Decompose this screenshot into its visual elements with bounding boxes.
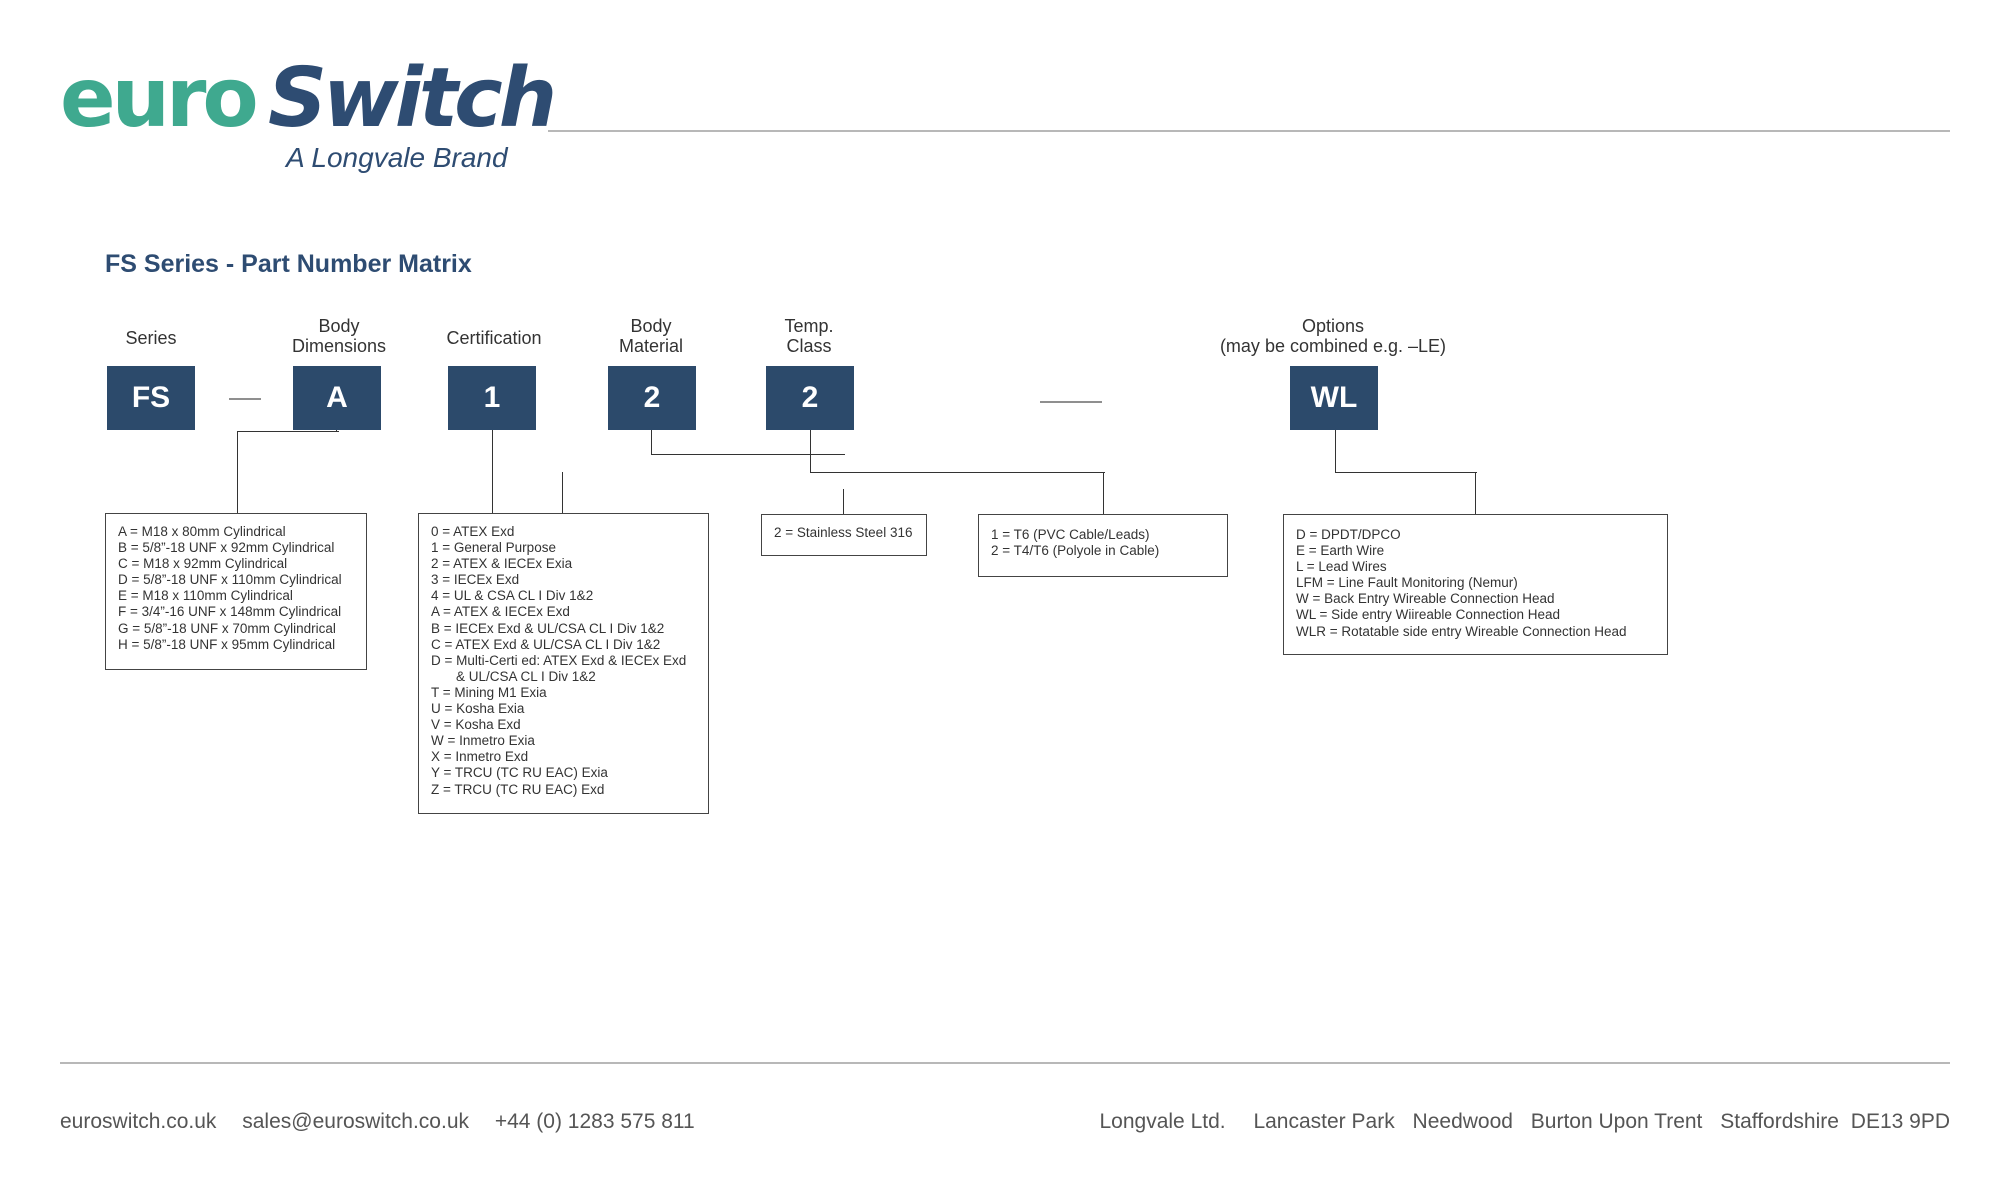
legend-item: 1 = General Purpose [431, 540, 556, 556]
legend-temp-class: 1 = T6 (PVC Cable/Leads) 2 = T4/T6 (Poly… [978, 514, 1228, 577]
page-title: FS Series - Part Number Matrix [105, 250, 472, 278]
footer-address-line: Needwood [1412, 1110, 1513, 1133]
legend-item: LFM = Line Fault Monitoring (Nemur) [1296, 575, 1518, 591]
footer-postcode: DE13 9PD [1850, 1110, 1950, 1133]
label-body-material: Body Material [618, 316, 684, 356]
code-box-series: FS [107, 366, 195, 430]
footer-address-line: Staffordshire [1720, 1110, 1839, 1133]
code-box-body-material: 2 [608, 366, 696, 430]
legend-item: & UL/CSA CL I Div 1&2 [456, 668, 596, 684]
legend-item: D = DPDT/DPCO [1296, 527, 1401, 542]
connector-body-material [651, 430, 845, 455]
footer-company: Longvale Ltd. [1099, 1110, 1226, 1133]
legend-item: WLR = Rotatable side entry Wireable Conn… [1296, 623, 1627, 639]
footer-address-line: Lancaster Park [1253, 1110, 1395, 1133]
legend-item: 2 = ATEX & IECEx Exia [431, 556, 573, 572]
legend-item: V = Kosha Exd [431, 717, 521, 733]
legend-item: B = 5/8”-18 UNF x 92mm Cylindrical [118, 540, 335, 556]
legend-item: Y = TRCU (TC RU EAC) Exia [431, 765, 608, 781]
code-box-options: WL [1290, 366, 1378, 430]
legend-body-dimensions: A = M18 x 80mm Cylindrical B = 5/8”-18 U… [105, 513, 367, 670]
legend-item: 2 = Stainless Steel 316 [774, 525, 913, 540]
footer-email-link[interactable]: sales@euroswitch.co.uk [242, 1110, 469, 1133]
legend-options: D = DPDT/DPCO E = Earth Wire L = Lead Wi… [1283, 514, 1668, 655]
connector-options [1475, 472, 1476, 515]
code-box-temp-class: 2 [766, 366, 854, 430]
legend-item: C = M18 x 92mm Cylindrical [118, 556, 288, 572]
logo-euro-text: euro [60, 51, 259, 146]
legend-item: X = Inmetro Exd [431, 749, 529, 765]
legend-item: C = ATEX Exd & UL/CSA CL I Div 1&2 [431, 636, 661, 652]
legend-item: Z = TRCU (TC RU EAC) Exd [431, 781, 605, 797]
connector-body-dimensions [336, 430, 337, 432]
connector-certification [562, 472, 563, 513]
legend-item: G = 5/8”-18 UNF x 70mm Cylindrical [118, 620, 336, 636]
legend-item: T = Mining M1 Exia [431, 684, 547, 700]
logo-brand-tagline: A Longvale Brand [286, 142, 508, 173]
footer-address-line: Burton Upon Trent [1530, 1110, 1703, 1133]
legend-item: D = Multi-Certi ed: ATEX Exd & IECEx Exd [431, 652, 687, 668]
label-temp-class: Temp. Class [784, 316, 834, 356]
header-divider [548, 130, 1950, 132]
footer-contact: euroswitch.co.uk sales@euroswitch.co.uk … [60, 1110, 715, 1134]
footer-website-link[interactable]: euroswitch.co.uk [60, 1110, 217, 1133]
legend-item: W = Back Entry Wireable Connection Head [1296, 591, 1555, 607]
legend-item: E = Earth Wire [1296, 543, 1385, 559]
footer-address: Longvale Ltd. Lancaster Park Needwood Bu… [1088, 1110, 1951, 1134]
connector-body-dimensions [237, 431, 339, 514]
footer-phone: +44 (0) 1283 575 811 [494, 1110, 695, 1133]
legend-certification: 0 = ATEX Exd 1 = General Purpose 2 = ATE… [418, 513, 709, 814]
legend-item: WL = Side entry Wiireable Connection Hea… [1296, 607, 1561, 623]
legend-item: 1 = T6 (PVC Cable/Leads) [991, 527, 1150, 542]
connector-temp-class [810, 430, 1105, 473]
connector-temp-class [1103, 472, 1104, 515]
legend-item: W = Inmetro Exia [431, 733, 535, 749]
label-series: Series [125, 328, 177, 348]
legend-body-material: 2 = Stainless Steel 316 [761, 514, 927, 556]
legend-item: H = 5/8”-18 UNF x 95mm Cylindrical [118, 636, 336, 652]
legend-item: U = Kosha Exia [431, 701, 525, 717]
legend-item: 2 = T4/T6 (Polyole in Cable) [991, 543, 1160, 559]
code-box-certification: 1 [448, 366, 536, 430]
legend-item: 4 = UL & CSA CL I Div 1&2 [431, 588, 594, 604]
connector-body-material [843, 489, 844, 514]
legend-item: 3 = IECEx Exd [431, 572, 520, 588]
connector-certification [492, 430, 564, 514]
legend-item: B = IECEx Exd & UL/CSA CL I Div 1&2 [431, 620, 665, 636]
legend-item: E = M18 x 110mm Cylindrical [118, 588, 293, 604]
legend-item: L = Lead Wires [1296, 559, 1387, 575]
connector-options [1335, 430, 1477, 473]
separator-dash [229, 398, 261, 400]
legend-item: A = ATEX & IECEx Exd [431, 604, 570, 620]
label-options: Options (may be combined e.g. –LE) [1219, 316, 1447, 356]
legend-item: D = 5/8”-18 UNF x 110mm Cylindrical [118, 572, 342, 588]
footer-divider [60, 1062, 1950, 1064]
legend-item: F = 3/4”-16 UNF x 148mm Cylindrical [118, 604, 342, 620]
code-box-body-dimensions: A [293, 366, 381, 430]
legend-item: A = M18 x 80mm Cylindrical [118, 524, 286, 539]
label-certification: Certification [446, 328, 542, 348]
logo-switch-text: Switch [268, 51, 557, 146]
label-body-dimensions: Body Dimensions [291, 316, 387, 356]
separator-dash [1040, 401, 1102, 403]
legend-item: 0 = ATEX Exd [431, 524, 515, 539]
